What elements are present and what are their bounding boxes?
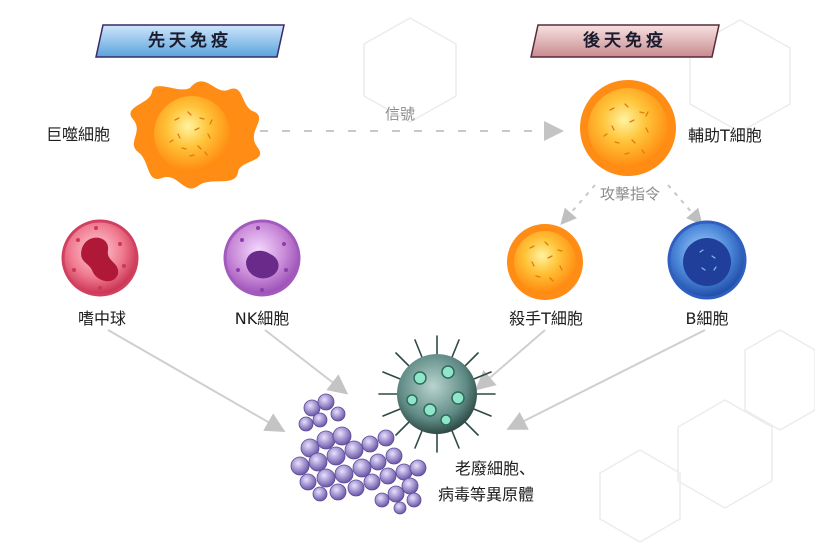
adaptive-immunity-banner: 後天免疫 xyxy=(530,24,720,58)
nk-label: NK細胞 xyxy=(234,309,290,328)
target-label-line1: 老廢細胞、 xyxy=(455,459,536,478)
signal-label: 信號 xyxy=(384,105,416,123)
neutrophil-cell xyxy=(61,219,139,297)
helper-t-label: 輔助T細胞 xyxy=(688,126,762,145)
b-cell xyxy=(667,220,747,300)
innate-immunity-title: 先天免疫 xyxy=(148,31,232,51)
killer-t-cell xyxy=(507,224,583,300)
background-hexagons xyxy=(363,17,815,543)
killer-t-label: 殺手T細胞 xyxy=(509,309,583,328)
adaptive-immunity-title: 後天免疫 xyxy=(583,31,667,51)
attack-command-label: 攻擊指令 xyxy=(599,185,661,203)
attack-arrows xyxy=(107,329,706,432)
neutrophil-label: 嗜中球 xyxy=(77,309,127,328)
macrophage-label: 巨噬細胞 xyxy=(46,125,111,144)
helper-t-cell xyxy=(580,80,676,176)
nk-cell xyxy=(223,219,301,297)
adaptive-banner-shape xyxy=(530,24,720,58)
macrophage-cell xyxy=(130,81,261,189)
target-label-line2: 病毒等異原體 xyxy=(438,485,535,504)
innate-banner-shape xyxy=(95,24,285,58)
attack-command-arrows xyxy=(560,184,703,226)
virus-particle xyxy=(378,335,496,453)
debris-cluster xyxy=(290,393,427,515)
innate-immunity-banner: 先天免疫 xyxy=(95,24,285,58)
b-cell-label: B細胞 xyxy=(685,309,729,328)
